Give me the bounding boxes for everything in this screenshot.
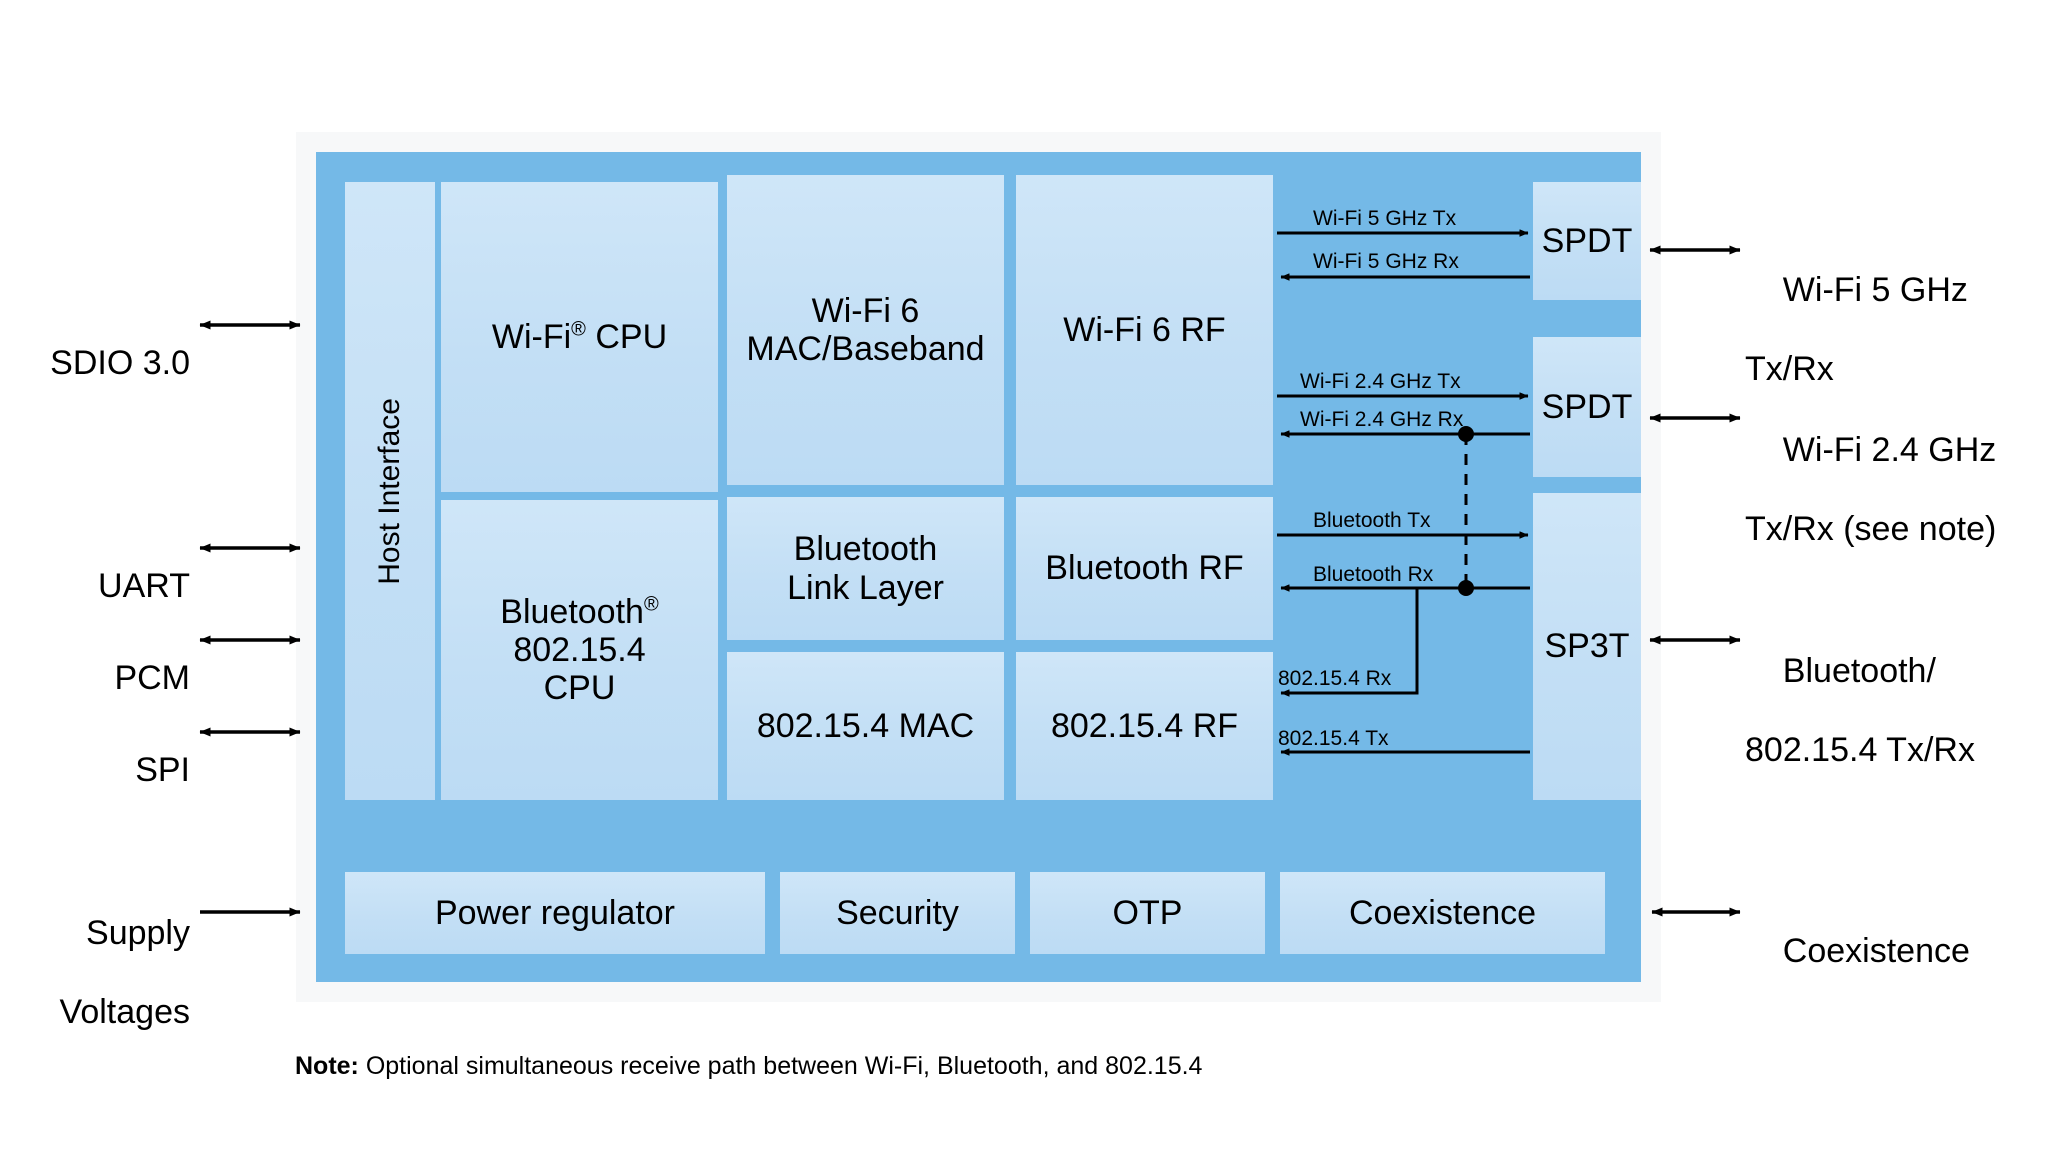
signal-label-wifi-24ghz-rx: Wi-Fi 2.4 GHz Rx [1300, 408, 1463, 432]
block-wifi-mac-line1: Wi-Fi 6 [811, 291, 920, 330]
switch-spdt-5ghz-label: SPDT [1541, 221, 1633, 260]
block-802154-rf[interactable]: 802.15.4 RF [1016, 652, 1273, 800]
block-host-interface-label: Host Interface [373, 397, 407, 585]
port-label-pcm: PCM [10, 620, 190, 738]
block-wifi-mac-line2: MAC/Baseband [746, 330, 985, 368]
port-label-pcm-text: PCM [114, 659, 190, 698]
signal-label-wifi-24ghz-tx: Wi-Fi 2.4 GHz Tx [1300, 370, 1461, 394]
switch-spdt-5ghz[interactable]: SPDT [1533, 182, 1641, 300]
block-bt-154-cpu[interactable]: Bluetooth® 802.15.4 CPU [441, 500, 718, 800]
block-wifi-rf-label: Wi-Fi 6 RF [1063, 310, 1226, 349]
switch-sp3t-bt-154[interactable]: SP3T [1533, 493, 1641, 800]
switch-spdt-24ghz-label: SPDT [1541, 387, 1633, 426]
signal-text: Wi-Fi 2.4 GHz Tx [1300, 370, 1461, 393]
port-label-supply-voltages: Supply Voltages [10, 875, 190, 1072]
block-coexistence-label: Coexistence [1348, 893, 1537, 932]
block-host-interface[interactable]: Host Interface [345, 182, 435, 800]
signal-text: Bluetooth Tx [1313, 509, 1431, 532]
port-label-spi: SPI [10, 712, 190, 830]
signal-label-bluetooth-rx: Bluetooth Rx [1313, 563, 1433, 587]
block-bt-rf-label: Bluetooth RF [1045, 549, 1244, 588]
block-bluetooth-link-layer[interactable]: Bluetooth Link Layer [727, 497, 1004, 640]
signal-text: Wi-Fi 5 GHz Rx [1313, 250, 1459, 273]
signal-text: 802.15.4 Tx [1278, 727, 1389, 750]
signal-label-802154-tx: 802.15.4 Tx [1278, 727, 1389, 751]
block-bt-cpu-line2: 802.15.4 [513, 630, 646, 669]
footer-note-prefix: Note: [295, 1052, 359, 1080]
footer-note-text: Optional simultaneous receive path betwe… [358, 1052, 1203, 1080]
block-802154-rf-label: 802.15.4 RF [1050, 706, 1239, 745]
port-label-spi-text: SPI [135, 751, 190, 790]
block-security-label: Security [836, 893, 959, 932]
footer-note: Note: Optional simultaneous receive path… [295, 1052, 1202, 1081]
antenna-wifi24-line2: Tx/Rx (see note) [1745, 510, 1997, 549]
port-label-coexistence-external: Coexistence [1745, 893, 2048, 1011]
block-wifi-rf[interactable]: Wi-Fi 6 RF [1016, 175, 1273, 485]
antenna-label-wifi-5ghz: Wi-Fi 5 GHz Tx/Rx [1745, 232, 2045, 429]
block-wifi-mac-baseband[interactable]: Wi-Fi 6 MAC/Baseband [727, 175, 1004, 485]
block-bt-link-line1: Bluetooth [793, 530, 938, 569]
signal-label-bluetooth-tx: Bluetooth Tx [1313, 509, 1431, 533]
antenna-wifi5-line2: Tx/Rx [1745, 350, 1834, 389]
antenna-wifi24-line1: Wi-Fi 2.4 GHz [1782, 431, 1997, 470]
block-bluetooth-rf[interactable]: Bluetooth RF [1016, 497, 1273, 640]
block-bt-cpu-line1: Bluetooth® [500, 592, 659, 631]
signal-text: 802.15.4 Rx [1278, 667, 1392, 690]
signal-label-802154-rx: 802.15.4 Rx [1278, 667, 1391, 691]
block-coexistence[interactable]: Coexistence [1280, 872, 1605, 954]
supply-line2: Voltages [59, 993, 190, 1032]
antenna-label-wifi-24ghz: Wi-Fi 2.4 GHz Tx/Rx (see note) [1745, 392, 2048, 589]
block-power-regulator[interactable]: Power regulator [345, 872, 765, 954]
signal-label-wifi-5ghz-rx: Wi-Fi 5 GHz Rx [1313, 250, 1459, 274]
port-label-uart-text: UART [98, 567, 190, 606]
block-802154-mac-label: 802.15.4 MAC [756, 706, 975, 745]
switch-spdt-24ghz[interactable]: SPDT [1533, 337, 1641, 477]
port-label-sdio: SDIO 3.0 [10, 305, 190, 423]
antenna-wifi5-line1: Wi-Fi 5 GHz [1782, 271, 1968, 310]
signal-label-wifi-5ghz-tx: Wi-Fi 5 GHz Tx [1313, 207, 1456, 231]
block-bt-link-line2: Link Layer [787, 568, 944, 607]
block-bt-cpu-line3: CPU [543, 669, 616, 708]
block-security[interactable]: Security [780, 872, 1015, 954]
block-802154-mac[interactable]: 802.15.4 MAC [727, 652, 1004, 800]
port-label-sdio-text: SDIO 3.0 [50, 344, 190, 383]
antenna-bt-line1: Bluetooth/ [1782, 652, 1936, 691]
signal-text: Wi-Fi 2.4 GHz Rx [1300, 408, 1464, 431]
block-wifi-cpu[interactable]: Wi-Fi® CPU [441, 182, 718, 492]
port-label-uart: UART [10, 528, 190, 646]
block-otp-label: OTP [1112, 893, 1183, 932]
antenna-label-bt-802154: Bluetooth/ 802.15.4 Tx/Rx [1745, 613, 2048, 810]
switch-sp3t-label: SP3T [1544, 627, 1630, 666]
supply-line1: Supply [86, 914, 190, 953]
block-power-regulator-label: Power regulator [434, 893, 675, 932]
signal-text: Wi-Fi 5 GHz Tx [1313, 207, 1457, 230]
signal-text: Bluetooth Rx [1313, 563, 1434, 586]
antenna-bt-line2: 802.15.4 Tx/Rx [1745, 731, 1975, 770]
block-wifi-cpu-label: Wi-Fi® CPU [491, 317, 668, 356]
block-otp[interactable]: OTP [1030, 872, 1265, 954]
coexistence-external-text: Coexistence [1782, 932, 1970, 971]
